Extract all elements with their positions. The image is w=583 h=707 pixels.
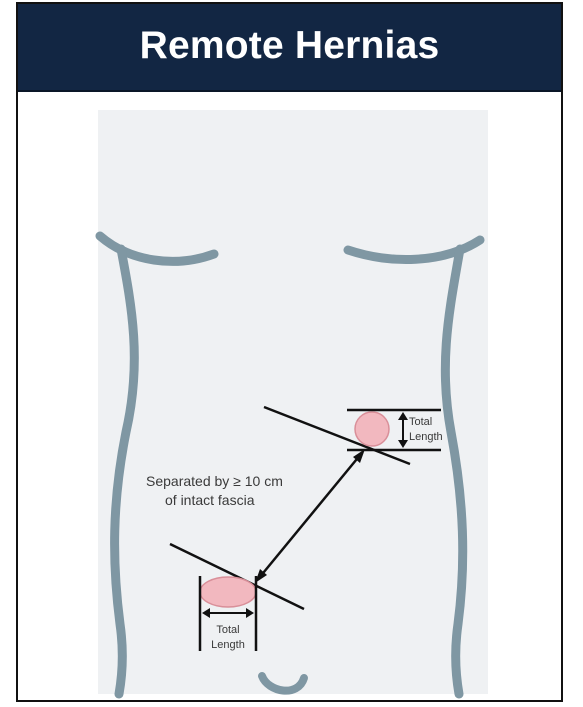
lower-hernia bbox=[200, 577, 256, 607]
lower-hernia-label-line1: Total bbox=[216, 624, 239, 636]
slide-title: Remote Hernias bbox=[140, 24, 440, 68]
slide: Remote Hernias bbox=[16, 2, 563, 702]
upper-hernia-label-line2: Length bbox=[409, 431, 443, 443]
separation-label-line1: Separated by ≥ 10 cm bbox=[146, 473, 283, 489]
lower-hernia-label-line2: Length bbox=[211, 639, 245, 651]
upper-hernia bbox=[355, 412, 389, 446]
upper-hernia-label-line1: Total bbox=[409, 416, 432, 428]
hernia-diagram: Total Length Separated by ≥ 10 cm of int… bbox=[18, 92, 561, 700]
separation-label-line2: of intact fascia bbox=[165, 492, 255, 508]
diagram-svg: Total Length Separated by ≥ 10 cm of int… bbox=[18, 92, 561, 700]
title-bar: Remote Hernias bbox=[18, 4, 561, 92]
torso-silhouette bbox=[98, 110, 488, 694]
